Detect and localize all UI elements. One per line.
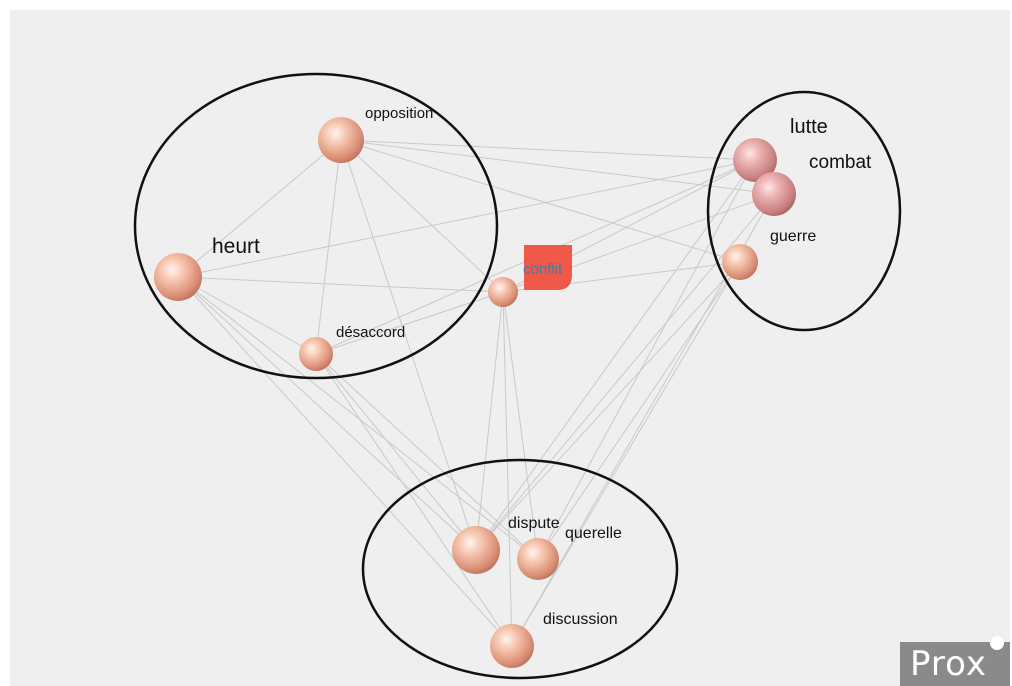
edge-heurt-discussion	[177, 276, 513, 647]
sphere-dispute[interactable]	[452, 526, 500, 574]
edge-desaccord-querelle	[315, 353, 539, 560]
sphere-desaccord[interactable]	[299, 337, 333, 371]
label-lutte[interactable]: lutte	[790, 116, 828, 138]
edge-conflit-querelle	[502, 291, 539, 560]
prox-badge: Prox	[900, 636, 1010, 686]
edge-heurt-desaccord	[177, 276, 317, 355]
edge-opposition-dispute	[340, 139, 477, 551]
edge-heurt-conflit	[177, 276, 504, 293]
edge-lutte-dispute	[475, 159, 756, 551]
label-heurt[interactable]: heurt	[212, 235, 260, 258]
edge-desaccord-discussion	[315, 353, 513, 647]
sphere-combat[interactable]	[752, 172, 796, 216]
sphere-heurt[interactable]	[154, 253, 202, 301]
edge-heurt-querelle	[177, 276, 539, 560]
edge-guerre-discussion	[511, 261, 741, 647]
label-desaccord[interactable]: désaccord	[336, 324, 405, 341]
edge-lutte-querelle	[537, 159, 756, 560]
sphere-conflit[interactable]	[488, 277, 518, 307]
edge-heurt-lutte	[177, 159, 756, 278]
edge-guerre-dispute	[475, 261, 741, 551]
label-opposition[interactable]: opposition	[365, 105, 433, 122]
prox-logo-text: Prox	[910, 644, 988, 684]
cluster-lutte-ellipse	[706, 90, 902, 332]
center-node-label[interactable]: conflit	[523, 261, 563, 278]
edge-guerre-querelle	[537, 261, 741, 560]
edge-opposition-combat	[340, 139, 775, 195]
prox-logo-dot	[990, 636, 1004, 650]
cluster-dispute-ellipse	[361, 458, 679, 680]
label-dispute[interactable]: dispute	[508, 515, 560, 532]
label-discussion[interactable]: discussion	[543, 611, 618, 628]
graph-canvas: conflit opposition heurt désaccord lutte…	[10, 10, 1010, 686]
center-node-box[interactable]	[524, 245, 572, 290]
sphere-guerre[interactable]	[722, 244, 758, 280]
edge-heurt-dispute	[177, 276, 477, 551]
sphere-lutte[interactable]	[733, 138, 777, 182]
edge-conflit-dispute	[475, 291, 504, 551]
edge-opposition-guerre	[340, 139, 741, 263]
edge-opposition-conflit	[340, 139, 504, 293]
label-querelle[interactable]: querelle	[565, 525, 622, 542]
label-guerre[interactable]: guerre	[770, 228, 816, 245]
sphere-opposition[interactable]	[318, 117, 364, 163]
edge-opposition-lutte	[340, 139, 756, 161]
label-combat[interactable]: combat	[809, 152, 872, 173]
edge-opposition-heurt	[177, 139, 342, 278]
edge-desaccord-conflit	[315, 291, 504, 355]
sphere-discussion[interactable]	[490, 624, 534, 668]
synonym-graph: conflit opposition heurt désaccord lutte…	[133, 72, 902, 680]
sphere-querelle[interactable]	[517, 538, 559, 580]
edge-conflit-discussion	[502, 291, 513, 647]
cluster-heurt-ellipse	[133, 72, 499, 380]
edge-desaccord-dispute	[315, 353, 477, 551]
edge-opposition-desaccord	[315, 139, 342, 355]
